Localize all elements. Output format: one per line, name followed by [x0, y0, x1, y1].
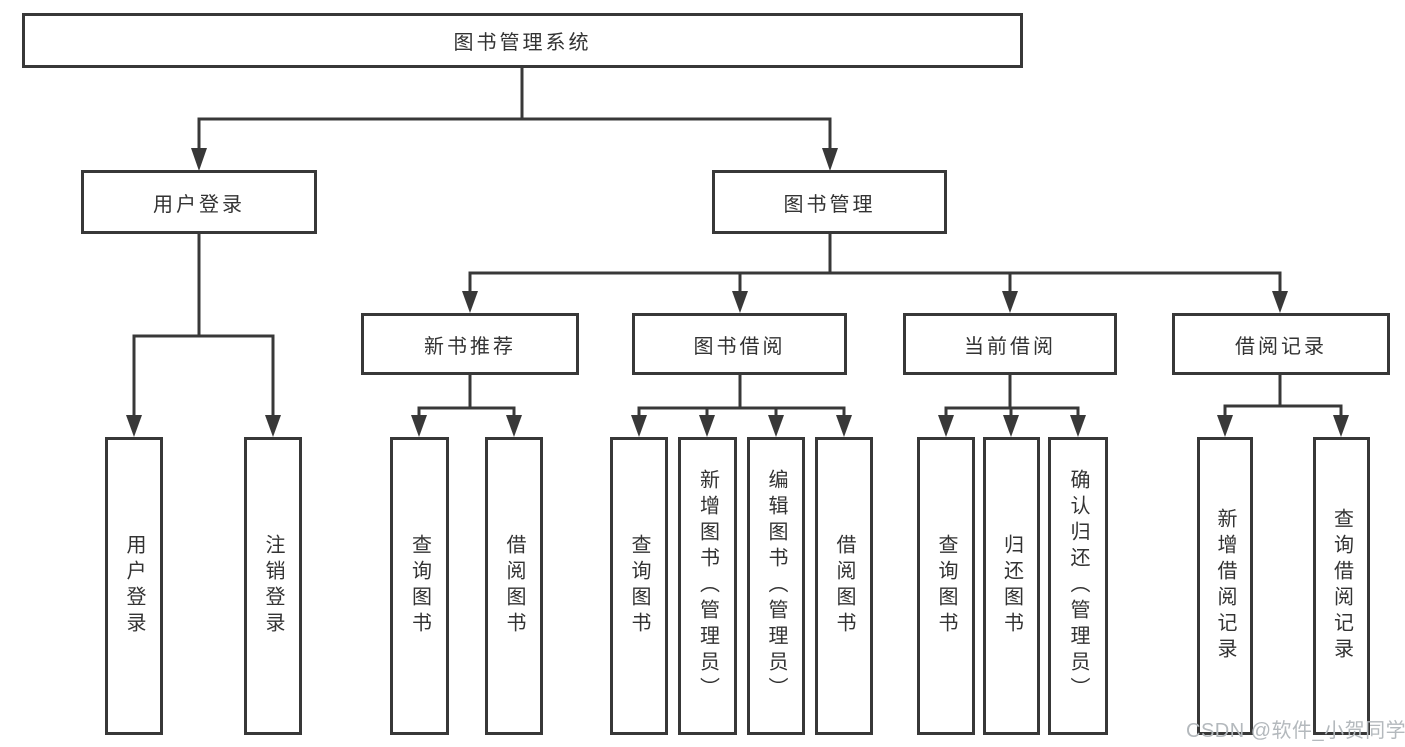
leaf-br-add-record: 新增借阅记录 [1197, 437, 1253, 735]
leaf-bb-add-book-admin: 新增图书（管理员） [678, 437, 737, 735]
leaf-br-add-record-label: 新增借阅记录 [1214, 508, 1236, 664]
node-current-borrowing-label: 当前借阅 [964, 335, 1056, 358]
leaf-cb-query-book: 查询图书 [917, 437, 975, 735]
node-root-library-system: 图书管理系统 [22, 13, 1023, 68]
csdn-watermark: CSDN @软件_小贺同学 [1186, 720, 1405, 742]
leaf-cb-query-book-label: 查询图书 [935, 534, 957, 638]
node-user-login-label: 用户登录 [153, 193, 245, 216]
leaf-user-login: 用户登录 [105, 437, 163, 735]
node-current-borrowing: 当前借阅 [903, 313, 1117, 375]
leaf-logout: 注销登录 [244, 437, 302, 735]
leaf-bb-query-book: 查询图书 [610, 437, 668, 735]
leaf-cb-confirm-return-admin: 确认归还（管理员） [1048, 437, 1108, 735]
leaf-br-query-record: 查询借阅记录 [1313, 437, 1370, 735]
leaf-nbr-query-book: 查询图书 [390, 437, 449, 735]
leaf-br-query-record-label: 查询借阅记录 [1330, 508, 1353, 664]
leaf-nbr-borrow-book: 借阅图书 [485, 437, 543, 735]
node-new-book-recommendation-label: 新书推荐 [424, 335, 516, 358]
leaf-cb-return-book: 归还图书 [983, 437, 1040, 735]
leaf-nbr-borrow-book-label: 借阅图书 [503, 534, 525, 638]
node-user-login: 用户登录 [81, 170, 317, 234]
node-book-borrowing-label: 图书借阅 [693, 335, 786, 358]
node-book-management: 图书管理 [712, 170, 947, 234]
leaf-bb-borrow-book: 借阅图书 [815, 437, 873, 735]
leaf-nbr-query-book-label: 查询图书 [408, 534, 431, 638]
node-new-book-recommendation: 新书推荐 [361, 313, 579, 375]
leaf-cb-confirm-return-admin-label: 确认归还（管理员） [1067, 469, 1089, 703]
node-borrowing-records: 借阅记录 [1172, 313, 1390, 375]
node-borrowing-records-label: 借阅记录 [1235, 335, 1327, 358]
node-book-management-label: 图书管理 [783, 193, 876, 216]
leaf-bb-borrow-book-label: 借阅图书 [833, 534, 855, 638]
leaf-bb-add-book-admin-label: 新增图书（管理员） [696, 469, 719, 703]
leaf-bb-query-book-label: 查询图书 [628, 534, 650, 638]
leaf-user-login-label: 用户登录 [123, 534, 145, 638]
leaf-bb-edit-book-admin-label: 编辑图书（管理员） [765, 469, 787, 703]
leaf-cb-return-book-label: 归还图书 [1000, 534, 1023, 638]
leaf-bb-edit-book-admin: 编辑图书（管理员） [747, 437, 805, 735]
leaf-logout-label: 注销登录 [262, 534, 284, 638]
node-book-borrowing: 图书借阅 [632, 313, 847, 375]
node-root-label: 图书管理系统 [453, 32, 592, 54]
